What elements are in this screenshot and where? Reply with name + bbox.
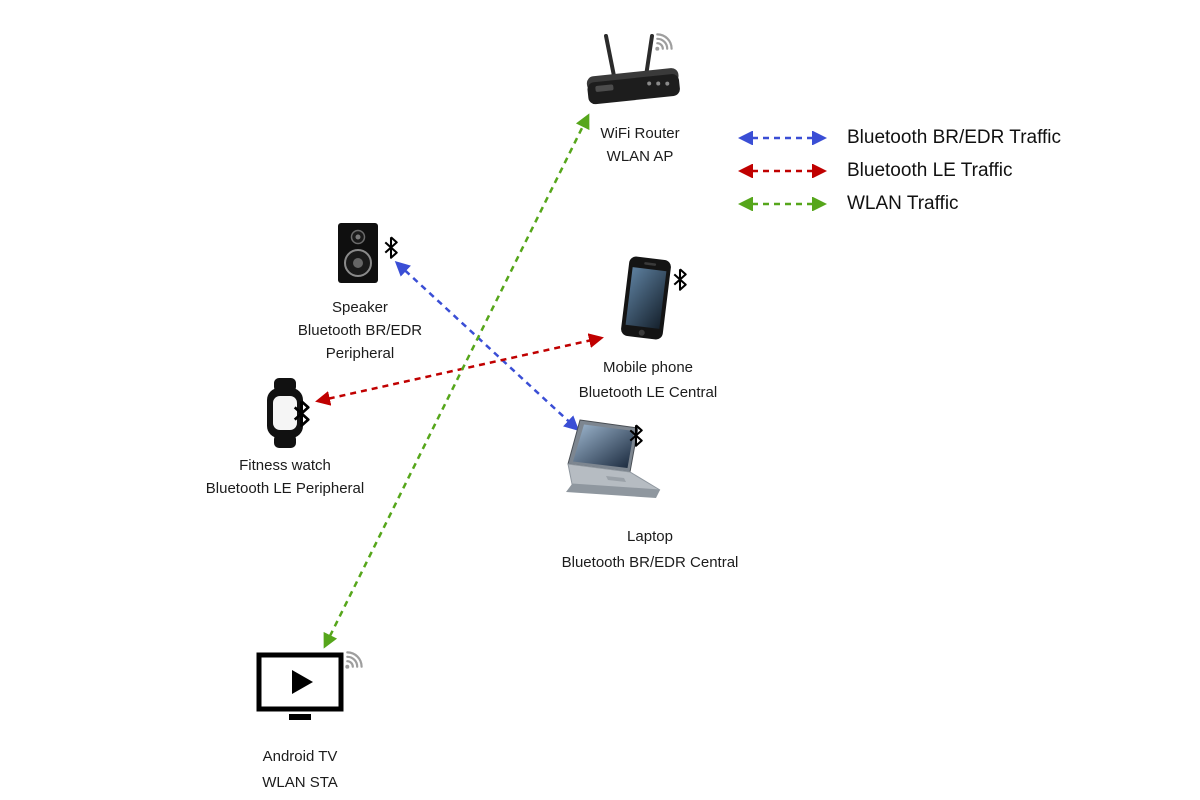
label-line: WiFi Router bbox=[600, 125, 680, 142]
bluetooth-icon bbox=[384, 236, 398, 259]
fitness-watch-icon bbox=[267, 378, 303, 448]
android-tv-icon bbox=[256, 652, 344, 720]
label-line: Mobile phone bbox=[602, 359, 694, 376]
label-line: Peripheral bbox=[325, 345, 395, 362]
legend-item-wlan: WLAN Traffic bbox=[735, 192, 1061, 216]
label-line: Laptop bbox=[627, 528, 673, 545]
connection-speaker-laptop bbox=[394, 260, 580, 432]
label-line: Fitness watch bbox=[239, 457, 331, 474]
wifi-router-icon bbox=[586, 34, 680, 105]
legend: Bluetooth BR/EDR Traffic Bluetooth LE Tr… bbox=[735, 126, 1061, 225]
laptop-icon bbox=[566, 419, 661, 498]
legend-item-bluetooth-le: Bluetooth LE Traffic bbox=[735, 159, 1061, 183]
bluetooth-icon bbox=[673, 268, 687, 291]
label-line: WLAN STA bbox=[262, 774, 338, 791]
legend-arrow-wlan-icon bbox=[738, 197, 827, 211]
label-line: Bluetooth LE Peripheral bbox=[205, 480, 365, 497]
legend-label: Bluetooth BR/EDR Traffic bbox=[847, 127, 1062, 148]
label-line: Android TV bbox=[262, 748, 338, 765]
legend-label: WLAN Traffic bbox=[847, 193, 959, 214]
bluetooth-icon bbox=[293, 400, 310, 427]
label-line: Bluetooth BR/EDR bbox=[297, 322, 423, 339]
bluetooth-icon bbox=[629, 424, 643, 447]
mobile-phone-icon bbox=[621, 256, 671, 340]
label-wifi-router: WiFi Router WLAN AP bbox=[600, 122, 679, 168]
label-speaker: Speaker Bluetooth BR/EDR Peripheral bbox=[298, 296, 422, 365]
connection-tv-router bbox=[323, 113, 590, 649]
legend-label: Bluetooth LE Traffic bbox=[847, 160, 1013, 181]
label-android-tv: Android TV WLAN STA bbox=[262, 744, 338, 796]
label-line: Bluetooth LE Central bbox=[578, 384, 718, 401]
wifi-signal-icon bbox=[655, 33, 673, 51]
wifi-signal-icon bbox=[345, 651, 363, 669]
label-line: Speaker bbox=[332, 299, 388, 316]
label-line: Bluetooth BR/EDR Central bbox=[561, 554, 739, 571]
label-fitness-watch: Fitness watch Bluetooth LE Peripheral bbox=[206, 454, 364, 500]
legend-item-bluetooth-br-edr: Bluetooth BR/EDR Traffic bbox=[735, 126, 1061, 150]
label-mobile-phone: Mobile phone Bluetooth LE Central bbox=[579, 355, 717, 405]
label-line: WLAN AP bbox=[606, 148, 674, 165]
label-laptop: Laptop Bluetooth BR/EDR Central bbox=[562, 524, 739, 576]
legend-arrow-bluetooth-br-edr-icon bbox=[738, 131, 827, 145]
legend-arrow-bluetooth-le-icon bbox=[738, 164, 827, 178]
speaker-icon bbox=[338, 223, 378, 283]
